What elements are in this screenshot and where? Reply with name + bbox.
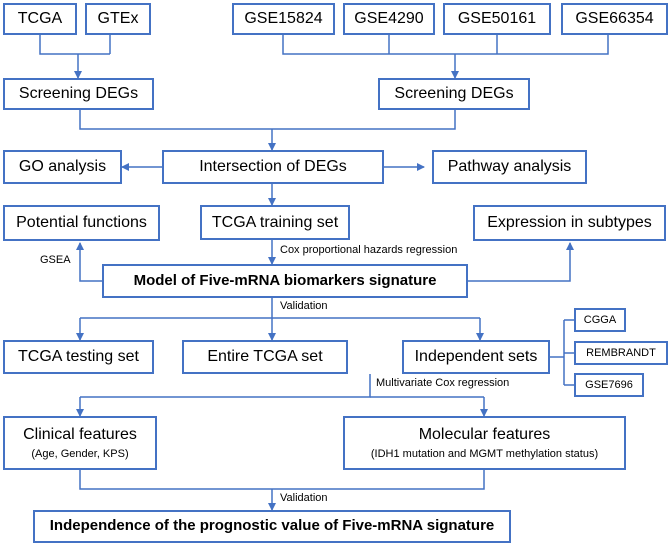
box-independence: Independence of the prognostic value of … (33, 510, 511, 543)
connector-validation-split (80, 298, 273, 319)
box-gse50161: GSE50161 (443, 3, 551, 35)
box-pathway: Pathway analysis (432, 150, 587, 184)
box-gtex: GTEx (85, 3, 151, 35)
label-validation-2: Validation (280, 492, 328, 504)
label-multivariate: Multivariate Cox regression (376, 377, 510, 389)
box-independent-sets: Independent sets (402, 340, 550, 374)
label-cox: Cox proportional hazards regression (280, 244, 458, 256)
connector-screening-merge (79, 110, 456, 130)
box-tcga-training: TCGA training set (200, 205, 350, 240)
box-gse66354: GSE66354 (561, 3, 668, 35)
box-clinical-features: Clinical features (Age, Gender, KPS) (3, 416, 157, 470)
box-go-analysis: GO analysis (3, 150, 122, 184)
box-gse15824: GSE15824 (232, 3, 335, 35)
box-entire-tcga: Entire TCGA set (182, 340, 348, 374)
box-gse7696: GSE7696 (574, 373, 644, 397)
box-tcga: TCGA (3, 3, 77, 35)
connector-multivariate (80, 374, 371, 398)
box-molecular-features: Molecular features (IDH1 mutation and MG… (343, 416, 626, 470)
connector-final-merge (79, 470, 485, 490)
box-rembrandt: REMBRANDT (574, 341, 668, 365)
arrow-to-potential (76, 242, 102, 282)
box-screening-right: Screening DEGs (378, 78, 530, 110)
connector-gse-top (282, 35, 609, 55)
box-intersection: Intersection of DEGs (162, 150, 384, 184)
connector-tcga (39, 35, 110, 55)
clinical-features-title: Clinical features (23, 426, 137, 444)
box-expression-subtypes: Expression in subtypes (473, 205, 666, 241)
box-cgga: CGGA (574, 308, 626, 332)
connector-independent-sets (550, 319, 574, 386)
box-gse4290: GSE4290 (343, 3, 435, 35)
box-tcga-testing: TCGA testing set (3, 340, 154, 374)
label-validation-1: Validation (280, 300, 328, 312)
box-screening-left: Screening DEGs (3, 78, 154, 110)
clinical-features-sub: (Age, Gender, KPS) (31, 447, 129, 460)
box-potential-functions: Potential functions (3, 205, 160, 241)
box-model: Model of Five-mRNA biomarkers signature (102, 264, 468, 298)
label-gsea: GSEA (40, 254, 71, 266)
arrow-to-subtypes (468, 242, 574, 282)
molecular-features-sub: (IDH1 mutation and MGMT methylation stat… (370, 447, 599, 460)
molecular-features-title: Molecular features (418, 426, 551, 444)
